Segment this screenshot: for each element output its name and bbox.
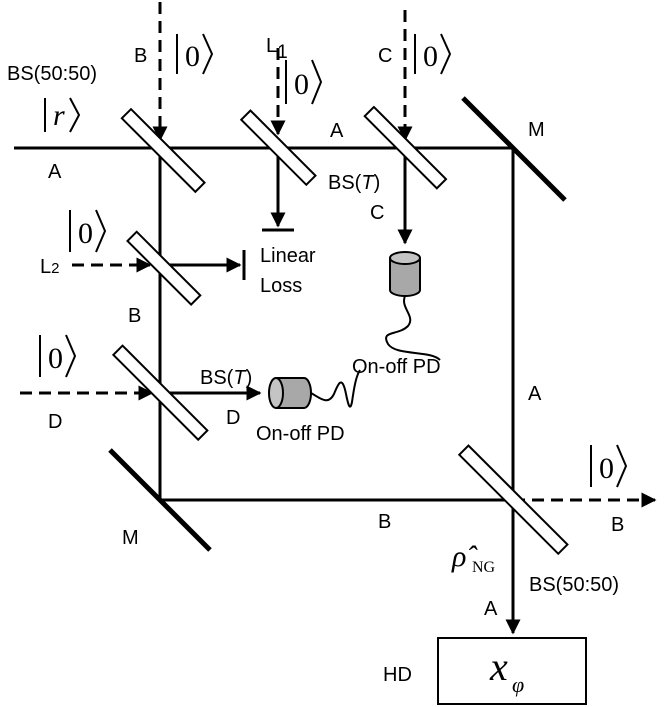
beam-splitter-t-c [363,105,448,190]
svg-text:0: 0 [78,217,93,250]
svg-text:0: 0 [423,40,438,73]
mirror-top-right [461,96,567,202]
svg-text:0: 0 [599,452,614,485]
mode-a-label-top: A [330,120,344,142]
linear-loss-label-line1: Linear [260,245,316,267]
mode-b-label-bottom: B [378,511,391,533]
mode-c-label-tap: C [370,202,384,224]
vacuum-ket-c: 0 [414,33,452,75]
homodyne-detector-box [437,637,587,705]
vacuum-ket-d: 0 [39,334,77,378]
bs-5050-bottom-label: BS(50:50) [529,574,619,596]
loss-mode-1-label: L1 [266,35,288,63]
svg-text:0: 0 [48,342,63,375]
vacuum-ket-output: 0 [590,444,628,488]
input-state-ket: r [44,97,81,133]
mode-d-label-tap: D [226,407,240,429]
mode-d-label-input: D [48,411,62,433]
quadrature-symbol: x [489,644,508,689]
mode-a-label-input: A [48,161,62,183]
bs-5050-top-label: BS(50:50) [7,63,97,85]
beam-splitter-t-d [111,344,209,442]
quadrature-subscript: φ [512,672,524,697]
homodyne-label: HD [383,664,412,686]
ng-state-subscript: NG [472,559,496,576]
beam-splitter-l1 [239,109,317,187]
mode-a-label-output: A [484,598,498,620]
bs-t-label-d: BS(T) [200,367,252,389]
mode-b-label-output: B [611,514,624,536]
mode-a-label-right: A [528,383,542,405]
loss-mode-2-label: L2 [40,256,59,278]
svg-text:r: r [53,99,65,132]
mode-c-label-top: C [378,45,392,67]
svg-text:0: 0 [185,40,200,73]
vacuum-ket-l1: 0 [285,59,323,105]
detector-c-label: On-off PD [352,356,441,378]
mode-b-label-top: B [134,45,147,67]
detector-d-label: On-off PD [256,423,345,445]
linear-loss-label-line2: Loss [260,275,302,297]
vacuum-ket-b: 0 [176,33,214,75]
detector-d-icon [268,369,361,409]
svg-text:0: 0 [294,68,309,101]
mirror-bottom-left [108,448,212,552]
detector-c-icon [385,251,441,361]
beam-splitter-5050-top [120,107,206,194]
vacuum-ket-l2: 0 [69,209,107,253]
beam-splitter-l2 [126,230,202,307]
bs-t-label-c: BS(T) [328,172,380,194]
mode-b-label-left: B [128,305,141,327]
beam-splitter-5050-bottom [457,444,569,556]
mirror-label-bottom: M [122,527,139,549]
mirror-label-top: M [528,119,545,141]
